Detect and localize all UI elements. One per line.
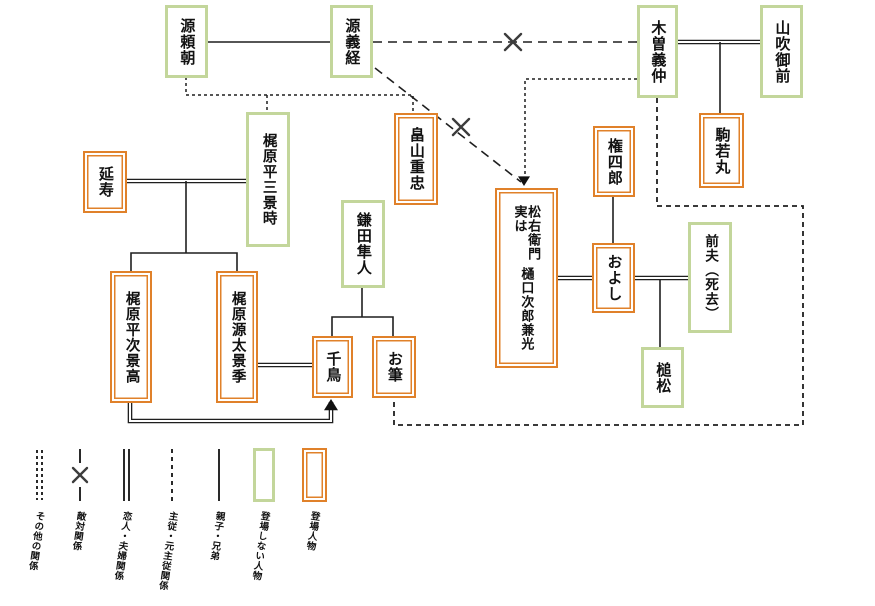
arrow-head bbox=[518, 176, 530, 186]
edge-chidori--ofude bbox=[331, 316, 394, 336]
arrow-head bbox=[324, 399, 338, 411]
edge-kiso-yoshinaka--matsuemon bbox=[524, 78, 637, 181]
edge-minamoto-yoritomo--hatakeyama-shigetada bbox=[185, 77, 414, 113]
enemy-x-mark bbox=[503, 32, 523, 52]
edge-kajiwara-heiji-kagetaka--kajiwara-genta-kagesue bbox=[130, 252, 238, 271]
edge-kajiwara-heiji-kagetaka--chidori-inner bbox=[129, 402, 332, 422]
edge-minamoto-yoshitsune--matsuemon bbox=[374, 67, 522, 183]
edge-kajiwara-heiji-kagetaka--chidori bbox=[127, 402, 334, 424]
enemy-x-mark bbox=[451, 117, 471, 137]
edge-kiso-yoshinaka--ofude bbox=[393, 98, 804, 426]
